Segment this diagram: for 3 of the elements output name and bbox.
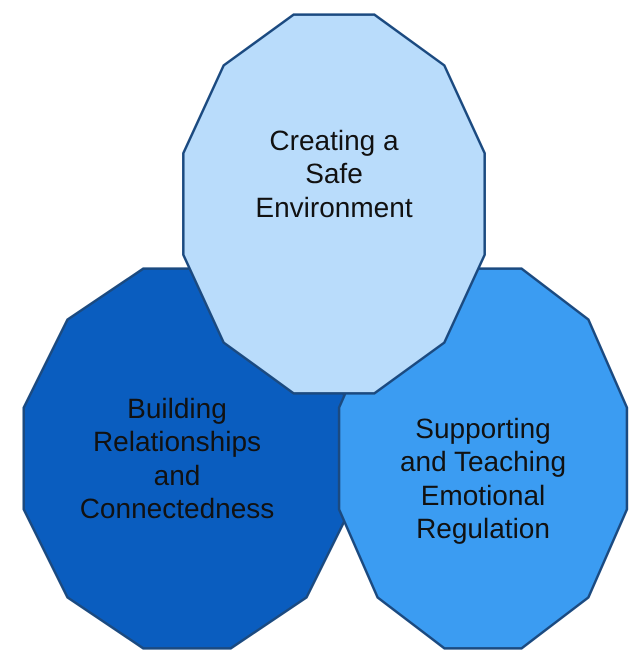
node-label: Supporting and Teaching Emotional Regulation xyxy=(398,412,568,545)
node-label: Creating a Safe Environment xyxy=(254,124,414,224)
node-label: Building Relationships and Connectedness xyxy=(78,392,276,525)
